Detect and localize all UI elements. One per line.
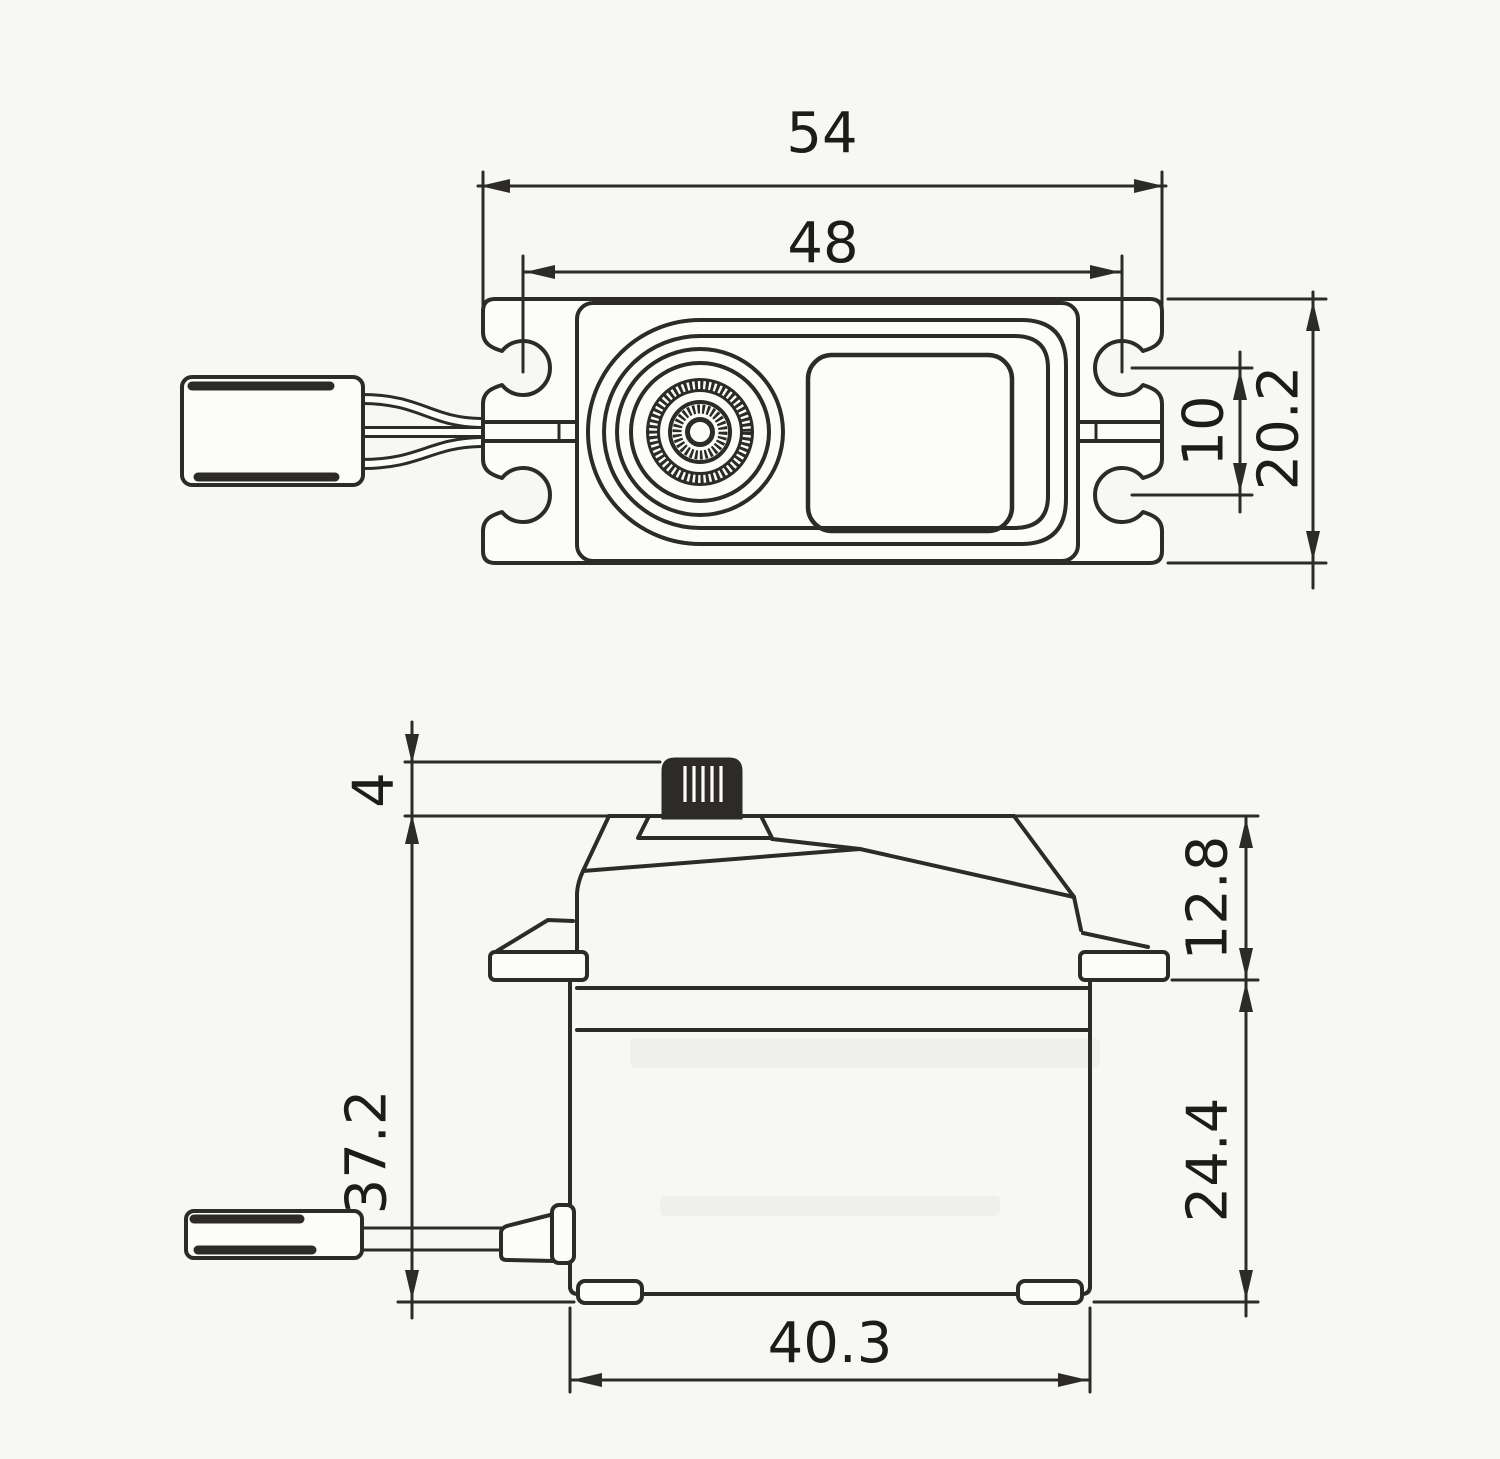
dim-4-label: 4 (342, 772, 407, 808)
dim-40-3-label: 40.3 (768, 1311, 893, 1376)
wire-bundle-top-view (356, 393, 566, 470)
dimension-overall-width: 54 (476, 101, 1168, 307)
dimension-base-width: 40.3 (568, 1306, 1092, 1394)
mounting-tab-right-side-view (1078, 931, 1170, 982)
side-view: 4 37.2 12.8 24.4 40. (184, 720, 1260, 1394)
top-view: 54 48 10 20.2 (180, 101, 1328, 590)
dim-24-4-label: 24.4 (1176, 1098, 1241, 1223)
dimension-shaft-height: 4 (342, 720, 662, 1320)
dim-12-8-label: 12.8 (1176, 836, 1241, 961)
dimension-top-to-flange: 12.8 (1170, 814, 1260, 1318)
dimension-body-height: 37.2 (335, 1090, 576, 1304)
mounting-tab-left-side-view (488, 918, 589, 982)
connector-plug-top-view (180, 375, 365, 487)
wire-exit-side-view (184, 1203, 576, 1265)
dimension-flange-to-bottom: 24.4 (1092, 982, 1260, 1304)
servo-case-side-view (568, 814, 1100, 1305)
gearbox-outline-top-view (586, 318, 1068, 546)
servo-case-top-view (575, 301, 1080, 563)
dim-20-2-label: 20.2 (1247, 366, 1312, 491)
dim-54-label: 54 (786, 101, 857, 166)
output-shaft-side-view (661, 757, 743, 820)
dim-10-label: 10 (1172, 395, 1237, 466)
wire-grommet (499, 1212, 556, 1263)
dim-48-label: 48 (787, 211, 858, 276)
wire-grommet-cap (550, 1203, 576, 1265)
label-recess-top-view (805, 352, 1015, 534)
output-shaft-top-view (615, 347, 785, 517)
connector-plug-side-view (184, 1209, 364, 1260)
dimension-mount-hole-spacing: 48 (521, 211, 1124, 374)
dimension-hole-pitch: 10 (1130, 350, 1254, 514)
dimension-flange-width: 20.2 (1166, 290, 1328, 590)
dim-37-2-label: 37.2 (335, 1090, 400, 1215)
